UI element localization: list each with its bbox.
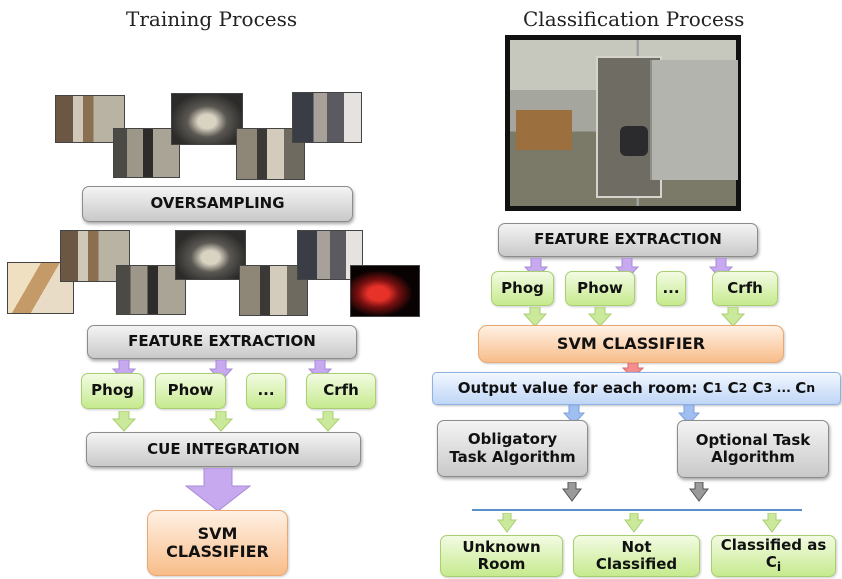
oversampled-image <box>116 265 186 315</box>
svm-label-line2: CLASSIFIER <box>166 542 269 561</box>
output-cn: C <box>795 378 807 397</box>
classified-as-box: Classified as Ci <box>711 535 836 577</box>
training-feature-crfh: Crfh <box>306 373 376 409</box>
blue-arrow-icon <box>678 405 700 425</box>
training-feature-extraction-box: FEATURE EXTRACTION <box>87 325 357 359</box>
output-ellipsis: ... <box>772 380 796 396</box>
output-value-text: Output value for each room: <box>457 378 703 397</box>
partition <box>516 110 572 150</box>
result-divider <box>472 509 802 511</box>
training-feature-phog: Phog <box>81 373 144 409</box>
classification-feature-ellipsis: ... <box>656 271 686 306</box>
green-arrow-icon <box>523 307 547 327</box>
green-arrow-icon <box>497 513 517 533</box>
gray-arrow-icon <box>562 482 582 502</box>
training-title: Training Process <box>126 7 298 31</box>
output-c1: C <box>702 378 714 397</box>
green-arrow-icon <box>209 411 233 432</box>
cue-integration-box: CUE INTEGRATION <box>86 432 361 467</box>
classified-c: C <box>765 553 777 572</box>
classification-feature-phog: Phog <box>491 271 554 306</box>
optional-task-algorithm-box: Optional Task Algorithm <box>677 420 829 478</box>
classified-line2: Ci <box>766 554 781 574</box>
training-image <box>171 93 243 145</box>
green-arrow-icon <box>624 513 644 533</box>
unknown-line1: Unknown <box>462 537 541 556</box>
output-c3: C <box>747 378 764 397</box>
output-c2-sub: 2 <box>738 380 748 396</box>
classified-line1: Classified as <box>720 536 827 555</box>
classified-sub: i <box>776 559 782 575</box>
wall-panel <box>650 60 738 180</box>
output-cn-sub: n <box>806 380 816 396</box>
training-feature-phow: Phow <box>155 373 226 409</box>
output-c3-sub: 3 <box>763 380 773 396</box>
unknown-line2: Room <box>477 555 526 573</box>
not-line2: Classified <box>595 555 678 573</box>
green-arrow-icon <box>721 307 745 327</box>
green-arrow-icon <box>316 411 340 432</box>
output-c2: C <box>722 378 739 397</box>
office-chair <box>620 126 648 156</box>
training-image <box>113 128 180 178</box>
unknown-room-box: Unknown Room <box>440 535 563 577</box>
classification-svm-classifier-box: SVM CLASSIFIER <box>478 325 784 363</box>
optional-line1: Optional Task <box>695 430 811 449</box>
query-image <box>505 35 741 211</box>
oversampled-image <box>239 265 308 316</box>
oversampling-box: OVERSAMPLING <box>82 186 353 222</box>
obligatory-line1: Obligatory <box>467 430 558 449</box>
classification-feature-phow: Phow <box>565 271 635 306</box>
blue-arrow-icon <box>563 405 585 425</box>
green-arrow-icon <box>112 411 136 432</box>
classification-title: Classification Process <box>523 7 745 31</box>
output-c1-sub: 1 <box>713 380 723 396</box>
obligatory-line2: Task Algorithm <box>449 447 576 466</box>
training-image <box>55 95 125 143</box>
not-line1: Not <box>621 537 652 556</box>
classification-feature-extraction-box: FEATURE EXTRACTION <box>498 223 758 257</box>
classification-feature-crfh: Crfh <box>712 271 778 306</box>
oversampled-image <box>175 230 246 280</box>
green-arrow-icon <box>588 307 612 327</box>
big-purple-arrow-icon <box>185 468 251 512</box>
not-classified-box: Not Classified <box>573 535 700 577</box>
green-arrow-icon <box>762 513 782 533</box>
training-feature-ellipsis: ... <box>246 373 286 409</box>
svm-label-line1: SVM <box>197 523 238 543</box>
training-image <box>292 92 362 143</box>
obligatory-task-algorithm-box: Obligatory Task Algorithm <box>437 420 588 477</box>
gray-arrow-icon <box>689 482 709 502</box>
purple-arrow-icon <box>209 360 233 382</box>
optional-line2: Algorithm <box>711 448 795 466</box>
oversampled-image <box>350 265 420 317</box>
training-svm-classifier-box: SVM CLASSIFIER <box>147 510 288 576</box>
